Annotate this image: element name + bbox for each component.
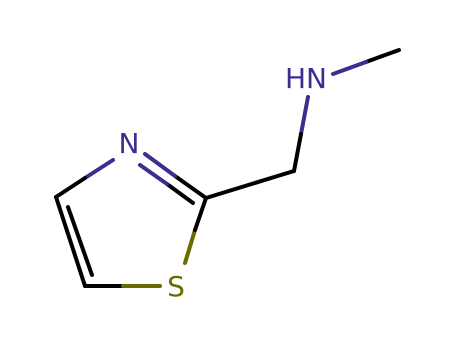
ring-sulfur-label: S (167, 270, 185, 303)
bond-c4-c5-outer (54, 195, 87, 288)
bond-ch2-c2 (204, 169, 296, 200)
bond-n-ch2-blue (299, 95, 310, 136)
bond-c2-n3-inner-blue (138, 163, 169, 186)
bond-s1-c2-olive (183, 228, 197, 265)
bond-n-ch2-black (292, 132, 303, 173)
bond-c2-n3-outer-black (173, 174, 208, 200)
ring-nitrogen-label: N (119, 127, 140, 160)
bond-c4-c5-inner (66, 205, 94, 277)
bond-n3-c4-blue (83, 158, 115, 180)
bond-s1-c2-black (193, 196, 208, 232)
bond-c2-n3-inner-black (165, 182, 195, 205)
bond-c2-n3-outer-blue (143, 152, 177, 178)
bond-ch3-n-blue (331, 60, 368, 76)
bond-ch3-n-black (364, 48, 401, 64)
bond-n3-c4-black (54, 176, 87, 199)
amine-nh-label: HN (285, 62, 327, 95)
